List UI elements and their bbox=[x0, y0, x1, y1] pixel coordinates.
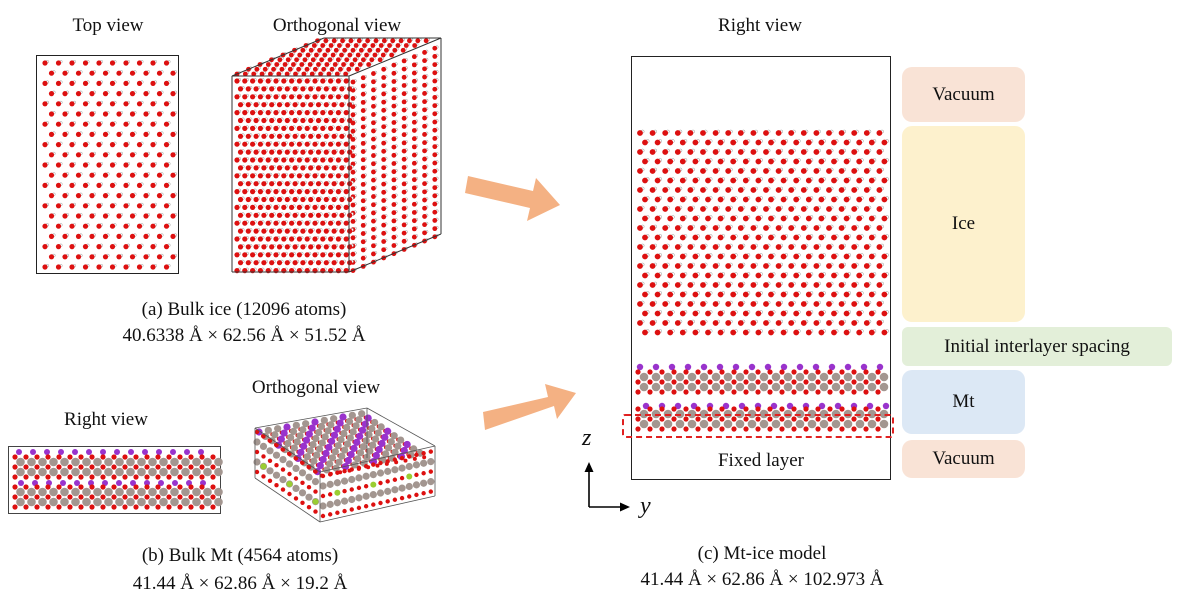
bulk-ice-top-view-atoms bbox=[42, 60, 178, 270]
region-ice: Ice bbox=[902, 126, 1025, 322]
panel-a-caption-line2: 40.6338 Å × 62.56 Å × 51.52 Å bbox=[122, 325, 366, 346]
bulk-mt-right-view-atoms bbox=[12, 449, 223, 510]
fixed-layer-label: Fixed layer bbox=[717, 450, 805, 471]
axis-z-label: z bbox=[582, 425, 592, 451]
region-mt: Mt bbox=[902, 370, 1025, 434]
panel-c-caption-line1: (c) Mt-ice model bbox=[697, 543, 827, 564]
arrow-ice-to-model bbox=[465, 176, 560, 221]
mt-ice-model-atoms bbox=[635, 129, 890, 432]
region-vacuum-top: Vacuum bbox=[902, 67, 1025, 122]
panel-b-caption-line1: (b) Bulk Mt (4564 atoms) bbox=[141, 545, 339, 566]
panel-b-orthogonal-view-label: Orthogonal view bbox=[251, 377, 381, 398]
bulk-mt-right-view-box bbox=[8, 446, 223, 514]
panel-b-caption-line2: 41.44 Å × 62.86 Å × 19.2 Å bbox=[132, 573, 348, 594]
panel-a-orthogonal-view-label: Orthogonal view bbox=[272, 15, 402, 36]
axis-y-label: y bbox=[640, 493, 651, 519]
mt-ice-model-box bbox=[631, 56, 891, 480]
region-initial-interlayer-spacing: Initial interlayer spacing bbox=[902, 327, 1172, 366]
panel-a-caption-line1: (a) Bulk ice (12096 atoms) bbox=[141, 299, 347, 320]
region-vacuum-bottom: Vacuum bbox=[902, 440, 1025, 478]
panel-c-right-view-label: Right view bbox=[718, 15, 802, 36]
panel-a-top-view-label: Top view bbox=[72, 15, 144, 36]
panel-b-right-view-label: Right view bbox=[64, 409, 148, 430]
fixed-layer-dashed-box bbox=[622, 414, 894, 438]
panel-c-caption-line2: 41.44 Å × 62.86 Å × 102.973 Å bbox=[640, 569, 884, 590]
arrow-mt-to-model bbox=[483, 384, 576, 430]
bulk-ice-top-view-box bbox=[36, 55, 179, 274]
